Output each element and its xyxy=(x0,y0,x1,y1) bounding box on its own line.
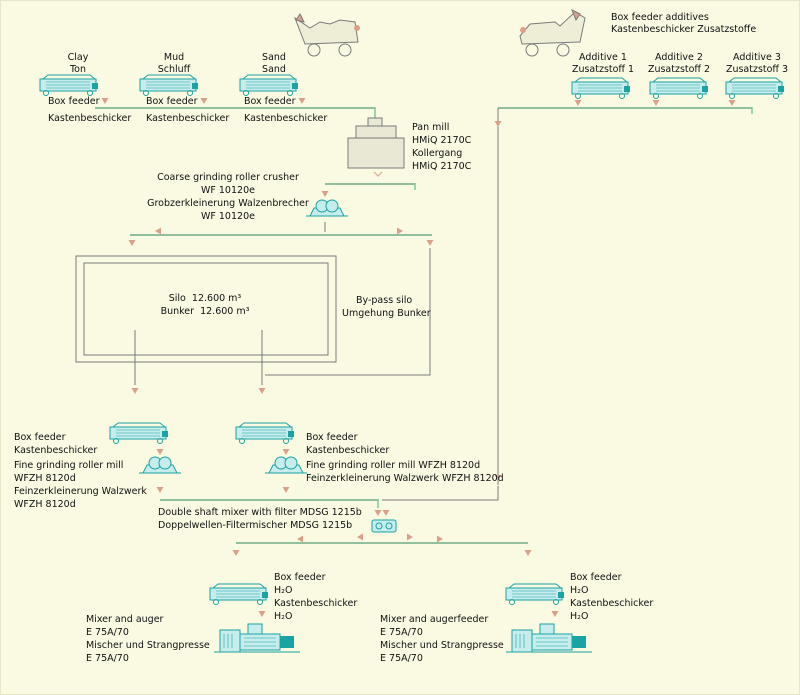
sand-label: Sand xyxy=(262,52,286,63)
grobzerkleinerung-label: Grobzerkleinerung Walzenbrecher xyxy=(147,198,309,209)
mixer-auger-right-label: Mixer and augerfeeder xyxy=(380,614,489,625)
box-feeder-icon xyxy=(109,422,169,444)
feinzerkleinerung-left-model: WFZH 8120d xyxy=(14,499,76,510)
coarse-crusher-model: WF 10120e xyxy=(201,185,255,196)
roller-crusher-icon xyxy=(138,456,182,474)
h2o-left-label-2: H₂O xyxy=(274,611,293,622)
kastenbeschicker-zusatzstoffe-label: Kastenbeschicker Zusatzstoffe xyxy=(611,24,757,35)
kollergang-model: HMiQ 2170C xyxy=(412,161,472,172)
zusatzstoff1-label: Zusatzstoff 1 xyxy=(571,64,635,75)
box-feeder-icon xyxy=(139,74,199,96)
bypass-label: By-pass silo xyxy=(356,295,413,306)
box-feeder-clay-label: Box feeder xyxy=(48,96,100,107)
box-feeder-icon xyxy=(239,74,299,96)
extruder-icon xyxy=(505,623,593,653)
box-feeder-sand-label: Box feeder xyxy=(244,96,296,107)
mixer-label: Double shaft mixer with filter MDSG 1215… xyxy=(158,507,362,518)
kastenbeschicker-sand-label: Kastenbeschicker xyxy=(244,113,328,124)
box-feeder-icon xyxy=(505,583,565,605)
feinzerkleinerung-right-label: Feinzerkleinerung Walzwerk WFZH 8120d xyxy=(306,473,504,484)
mischer-right-label: Mischer und Strangpresse xyxy=(380,640,504,651)
box-feeder-left-label: Box feeder xyxy=(14,432,66,443)
kastenbeschicker-clay-label: Kastenbeschicker xyxy=(48,113,132,124)
mud-label: Mud xyxy=(163,52,185,63)
kastenbeschicker-mud-label: Kastenbeschicker xyxy=(146,113,230,124)
kastenbeschicker-left-label: Kastenbeschicker xyxy=(14,445,98,456)
box-feeder-icon xyxy=(209,583,269,605)
zusatzstoff2-label: Zusatzstoff 2 xyxy=(647,64,711,75)
box-feeder-additives-label: Box feeder additives xyxy=(611,12,709,23)
h2o-right-label-2: H₂O xyxy=(570,611,589,622)
mixer-icon xyxy=(371,519,397,533)
kastenbeschicker-ext-left-label: Kastenbeschicker xyxy=(274,598,358,609)
feinzerkleinerung-left-label: Feinzerkleinerung Walzwerk xyxy=(14,486,147,497)
schluff-label: Schluff xyxy=(157,64,191,75)
fine-mill-left-label: Fine grinding roller mill xyxy=(14,460,124,471)
kastenbeschicker-right-label: Kastenbeschicker xyxy=(306,445,390,456)
box-feeder-icon xyxy=(571,77,631,99)
box-feeder-ext-right-label: Box feeder xyxy=(570,572,622,583)
ton-label: Ton xyxy=(69,64,87,75)
clay-label: Clay xyxy=(67,52,89,63)
pan-mill-label: Pan mill xyxy=(412,122,450,133)
box-feeder-icon xyxy=(235,422,295,444)
box-feeder-icon xyxy=(725,77,785,99)
extruder-icon xyxy=(213,623,301,653)
mixer-de-label: Doppelwellen-Filtermischer MDSG 1215b xyxy=(158,520,353,531)
sand-de-label: Sand xyxy=(262,64,286,75)
pan-mill-model: HMiQ 2170C xyxy=(412,135,472,146)
mixer-auger-left-label: Mixer and auger xyxy=(86,614,164,625)
wheel-loader-icon xyxy=(519,8,586,57)
fine-mill-right-label: Fine grinding roller mill WFZH 8120d xyxy=(306,460,481,471)
umgehung-label: Umgehung Bunker xyxy=(342,308,431,319)
h2o-left-label: H₂O xyxy=(274,585,293,596)
box-feeder-icon xyxy=(649,77,709,99)
additive1-label: Additive 1 xyxy=(579,52,627,63)
grobzerkleinerung-model: WF 10120e xyxy=(201,211,255,222)
kastenbeschicker-ext-right-label: Kastenbeschicker xyxy=(570,598,654,609)
fine-mill-left-model: WFZH 8120d xyxy=(14,473,76,484)
wheel-loader-icon xyxy=(293,13,360,57)
box-feeder-ext-left-label: Box feeder xyxy=(274,572,326,583)
h2o-right-label: H₂O xyxy=(570,585,589,596)
silo-label: Silo 12.600 m³ xyxy=(168,293,242,304)
additive2-label: Additive 2 xyxy=(655,52,703,63)
coarse-crusher-label: Coarse grinding roller crusher xyxy=(157,172,299,183)
extruder-right-model: E 75A/70 xyxy=(380,627,423,638)
extruder-left-model: E 75A/70 xyxy=(86,627,129,638)
box-feeder-icon xyxy=(39,74,99,96)
bunker-label: Bunker 12.600 m³ xyxy=(160,306,250,317)
additive3-label: Additive 3 xyxy=(733,52,781,63)
zusatzstoff3-label: Zusatzstoff 3 xyxy=(725,64,789,75)
kollergang-label: Kollergang xyxy=(412,148,463,159)
mischer-left-label: Mischer und Strangpresse xyxy=(86,640,210,651)
box-feeder-right-label: Box feeder xyxy=(306,432,358,443)
box-feeder-mud-label: Box feeder xyxy=(146,96,198,107)
pan-mill-icon xyxy=(347,117,405,177)
roller-crusher-icon xyxy=(264,456,308,474)
extruder-left-model-2: E 75A/70 xyxy=(86,653,129,664)
extruder-right-model-2: E 75A/70 xyxy=(380,653,423,664)
